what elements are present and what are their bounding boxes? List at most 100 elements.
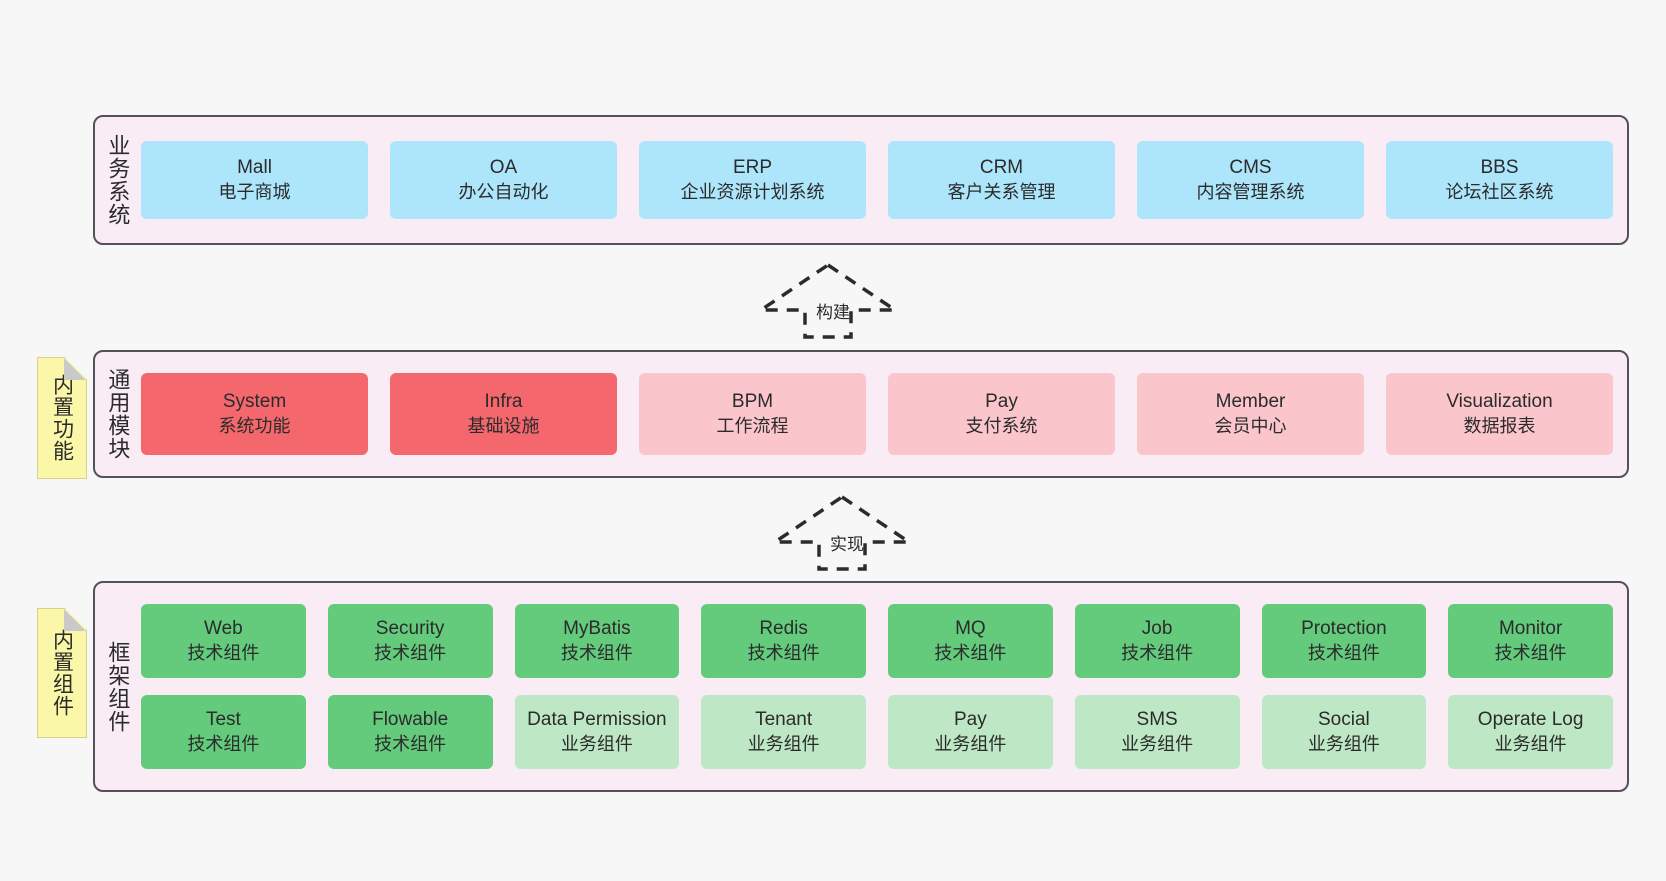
card-protection[interactable]: Protection 技术组件 xyxy=(1261,604,1427,678)
layer-common-modules[interactable]: 通用模块 System 系统功能 Infra 基础设施 BPM 工作流程 Pay… xyxy=(93,350,1629,478)
card-title-en: Visualization xyxy=(1446,391,1553,413)
card-title-cn: 业务组件 xyxy=(1307,733,1380,754)
card-title-cn: 技术组件 xyxy=(1121,642,1194,663)
card-title-en: MQ xyxy=(955,618,986,640)
card-title-en: CRM xyxy=(979,157,1024,179)
card-crm[interactable]: CRM 客户关系管理 xyxy=(888,141,1115,219)
card-title-cn: 业务组件 xyxy=(747,733,820,754)
card-title-en: Job xyxy=(1141,618,1173,640)
note-label: 内置功能 xyxy=(50,374,74,462)
card-data-permission[interactable]: Data Permission 业务组件 xyxy=(514,695,680,769)
layer-body-business-systems: Mall 电子商城 OA 办公自动化 ERP 企业资源计划系统 CRM 客户关系… xyxy=(139,117,1627,243)
card-title-cn: 技术组件 xyxy=(1307,642,1380,663)
card-title-en: Test xyxy=(205,709,241,731)
card-social[interactable]: Social 业务组件 xyxy=(1261,695,1427,769)
card-title-cn: 办公自动化 xyxy=(458,181,549,202)
card-mybatis[interactable]: MyBatis 技术组件 xyxy=(514,604,680,678)
card-bbs[interactable]: BBS 论坛社区系统 xyxy=(1386,141,1613,219)
implement-arrow-shape xyxy=(772,494,912,571)
note-builtin-components: 内置组件 xyxy=(37,608,87,738)
card-title-en: Flowable xyxy=(372,709,449,731)
card-title-cn: 会员中心 xyxy=(1214,415,1287,436)
card-member[interactable]: Member 会员中心 xyxy=(1137,373,1364,455)
card-title-en: BBS xyxy=(1480,157,1519,179)
card-title-cn: 技术组件 xyxy=(374,642,447,663)
card-title-cn: 技术组件 xyxy=(934,642,1007,663)
card-web[interactable]: Web 技术组件 xyxy=(141,604,306,678)
card-monitor[interactable]: Monitor 技术组件 xyxy=(1448,604,1613,678)
card-title-cn: 内容管理系统 xyxy=(1196,181,1305,202)
card-mq[interactable]: MQ 技术组件 xyxy=(888,604,1053,678)
card-title-cn: 系统功能 xyxy=(218,415,291,436)
card-security[interactable]: Security 技术组件 xyxy=(327,604,493,678)
card-system[interactable]: System 系统功能 xyxy=(141,373,368,455)
card-row: System 系统功能 Infra 基础设施 BPM 工作流程 Pay 支付系统… xyxy=(141,373,1613,455)
card-title-cn: 业务组件 xyxy=(1494,733,1567,754)
card-title-en: Security xyxy=(375,618,445,640)
build-arrow-label: 构建 xyxy=(816,303,850,322)
layer-body-framework-components: Web 技术组件 Security 技术组件 MyBatis 技术组件 Redi… xyxy=(139,583,1627,790)
card-title-en: CMS xyxy=(1229,157,1272,179)
card-title-cn: 电子商城 xyxy=(218,181,291,202)
card-title-cn: 技术组件 xyxy=(187,642,260,663)
card-flowable[interactable]: Flowable 技术组件 xyxy=(327,695,493,769)
card-title-cn: 论坛社区系统 xyxy=(1445,181,1554,202)
card-title-en: Social xyxy=(1318,709,1370,731)
layer-title-common-modules: 通用模块 xyxy=(105,368,131,460)
card-infra[interactable]: Infra 基础设施 xyxy=(390,373,617,455)
card-title-en: Web xyxy=(204,618,243,640)
card-title-cn: 技术组件 xyxy=(187,733,260,754)
card-title-en: Tenant xyxy=(755,709,813,731)
layer-framework-components[interactable]: 框架组件 Web 技术组件 Security 技术组件 MyBatis 技术组件… xyxy=(93,581,1629,792)
layer-body-common-modules: System 系统功能 Infra 基础设施 BPM 工作流程 Pay 支付系统… xyxy=(139,352,1627,476)
card-title-en: Pay xyxy=(985,391,1018,413)
card-title-en: Protection xyxy=(1301,618,1387,640)
card-row: Web 技术组件 Security 技术组件 MyBatis 技术组件 Redi… xyxy=(141,604,1613,678)
card-row: Test 技术组件 Flowable 技术组件 Data Permission … xyxy=(141,695,1613,769)
note-builtin-features: 内置功能 xyxy=(37,357,87,479)
card-erp[interactable]: ERP 企业资源计划系统 xyxy=(639,141,866,219)
card-title-en: ERP xyxy=(732,157,773,179)
card-title-cn: 技术组件 xyxy=(374,733,447,754)
note-fold-corner-icon xyxy=(64,609,86,631)
card-title-cn: 业务组件 xyxy=(934,733,1007,754)
card-operate-log[interactable]: Operate Log 业务组件 xyxy=(1448,695,1613,769)
card-title-cn: 业务组件 xyxy=(1121,733,1194,754)
card-job[interactable]: Job 技术组件 xyxy=(1074,604,1240,678)
build-arrow: 构建 xyxy=(758,262,898,340)
card-title-cn: 技术组件 xyxy=(747,642,820,663)
card-sms[interactable]: SMS 业务组件 xyxy=(1074,695,1240,769)
note-label: 内置组件 xyxy=(50,629,74,717)
card-title-cn: 技术组件 xyxy=(1494,642,1567,663)
card-title-cn: 数据报表 xyxy=(1463,415,1536,436)
card-title-cn: 支付系统 xyxy=(965,415,1038,436)
build-arrow-shape xyxy=(758,262,898,339)
card-title-en: Operate Log xyxy=(1477,709,1584,731)
card-cms[interactable]: CMS 内容管理系统 xyxy=(1137,141,1364,219)
card-bpm[interactable]: BPM 工作流程 xyxy=(639,373,866,455)
card-title-en: Infra xyxy=(484,391,523,413)
card-title-en: Monitor xyxy=(1498,618,1563,640)
card-oa[interactable]: OA 办公自动化 xyxy=(390,141,617,219)
card-test[interactable]: Test 技术组件 xyxy=(141,695,306,769)
card-visualization[interactable]: Visualization 数据报表 xyxy=(1386,373,1613,455)
card-row: Mall 电子商城 OA 办公自动化 ERP 企业资源计划系统 CRM 客户关系… xyxy=(141,141,1613,219)
card-pay-module[interactable]: Pay 支付系统 xyxy=(888,373,1115,455)
card-pay-component[interactable]: Pay 业务组件 xyxy=(888,695,1053,769)
card-mall[interactable]: Mall 电子商城 xyxy=(141,141,368,219)
card-title-en: BPM xyxy=(731,391,774,413)
implement-arrow-label: 实现 xyxy=(830,535,864,554)
card-tenant[interactable]: Tenant 业务组件 xyxy=(701,695,866,769)
card-title-cn: 工作流程 xyxy=(716,415,789,436)
card-title-cn: 企业资源计划系统 xyxy=(680,181,825,202)
card-title-en: System xyxy=(222,391,287,413)
card-title-en: Member xyxy=(1215,391,1286,413)
card-title-cn: 技术组件 xyxy=(560,642,633,663)
card-title-en: Pay xyxy=(954,709,987,731)
card-redis[interactable]: Redis 技术组件 xyxy=(701,604,866,678)
layer-business-systems[interactable]: 业务系统 Mall 电子商城 OA 办公自动化 ERP 企业资源计划系统 CRM… xyxy=(93,115,1629,245)
card-title-cn: 基础设施 xyxy=(467,415,540,436)
card-title-en: Data Permission xyxy=(527,709,667,731)
card-title-en: Redis xyxy=(759,618,808,640)
